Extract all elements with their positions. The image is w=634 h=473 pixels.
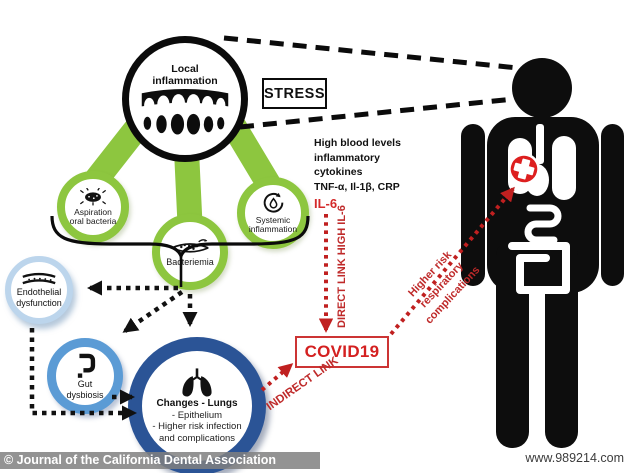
covid19-box: COVID19	[295, 336, 389, 368]
medical-cross-icon	[508, 153, 540, 185]
changes-lungs-title: Changes - Lungs	[156, 397, 238, 409]
cytokines-line: inflammatory	[314, 151, 380, 164]
direct-link-label: DIRECT LINK HIGH IL-6	[336, 205, 348, 328]
bacteriemia-label: Bacteriemia	[166, 256, 214, 267]
cytokines-line: TNF-α, Il-1β, CRP	[314, 180, 400, 193]
gut-icon	[77, 353, 96, 378]
stress-dashed-lines	[223, 35, 519, 130]
changes-lungs-item: - Epithelium	[171, 409, 223, 421]
covid19-label: COVID19	[304, 342, 380, 361]
endothelium-vessel-icon	[22, 272, 56, 285]
gut-dysbiosis-circle: Gut dysbiosis	[47, 338, 123, 414]
cytokines-line: High blood levels	[314, 137, 401, 149]
aspiration-oral-bacteria-label: Aspiration oral bacteria	[69, 206, 117, 226]
local-inflammation-label: Local inflammation	[152, 63, 218, 87]
black-dotted-arrows	[29, 280, 198, 421]
bacteriemia-circle: Bacteriemia	[152, 214, 228, 290]
watermark: www.989214.com	[525, 451, 624, 465]
stress-label: STRESS	[264, 85, 326, 102]
bacteria-icon	[79, 187, 107, 205]
endothelial-dysfunction-label: Endothelial dysfunction	[16, 287, 62, 308]
changes-lungs-item: - Higher risk infection	[152, 421, 242, 433]
local-inflammation-circle: Local inflammation	[122, 36, 248, 162]
systemic-inflammation-label: Systemic inflammation	[248, 214, 298, 234]
teeth-icon	[141, 88, 229, 135]
endothelial-dysfunction-circle: Endothelial dysfunction	[5, 256, 73, 324]
il6-label: IL-6	[314, 196, 338, 211]
stress-box: STRESS	[262, 78, 327, 109]
brace	[50, 215, 310, 287]
cytokines-line: cytokines	[314, 166, 363, 178]
inflammation-cycle-icon	[263, 192, 283, 213]
cytokines-text: High blood levels inflammatory cytokines…	[314, 136, 401, 212]
lungs-icon	[182, 368, 212, 397]
changes-lungs-item: and complications	[158, 432, 236, 444]
gut-dysbiosis-label: Gut dysbiosis	[66, 379, 104, 400]
red-dotted-arrows	[260, 186, 515, 392]
credit-banner: © Journal of the California Dental Assoc…	[0, 452, 320, 469]
aspiration-oral-bacteria-circle: Aspiration oral bacteria	[57, 171, 129, 243]
